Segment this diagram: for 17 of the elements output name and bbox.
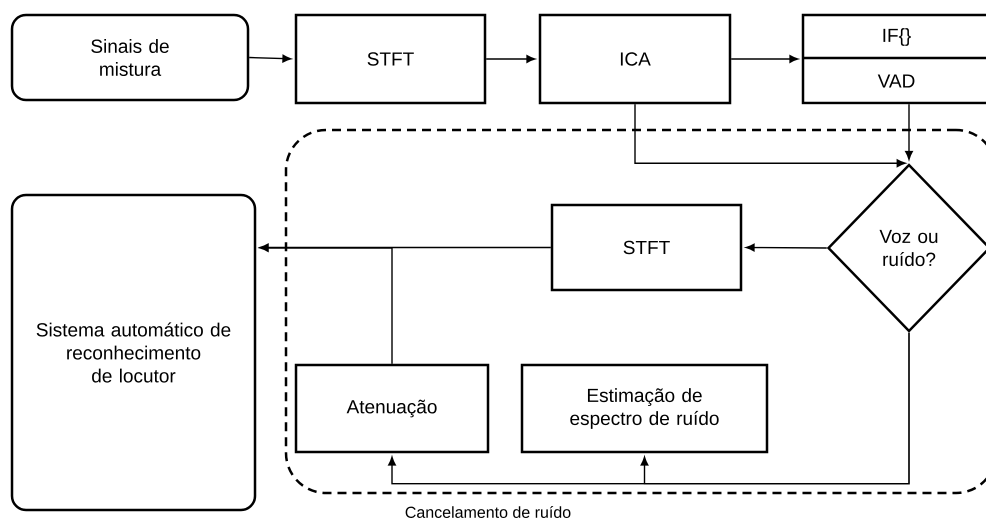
arrow (905, 104, 913, 160)
process-box: Atenuação (294, 364, 490, 454)
arrow (249, 54, 292, 63)
rounded-box: Sistema automático de reconhecimento de locutor (10, 194, 256, 512)
arrow (634, 104, 906, 168)
process-box: STFT (550, 204, 742, 292)
arrow (731, 55, 798, 63)
process-box: Estimação de espectro de ruído (520, 364, 768, 454)
arrow (486, 55, 536, 63)
node-label: Cancelamento de ruído (406, 506, 570, 518)
arrow (260, 244, 393, 364)
arrow (746, 244, 827, 252)
process-box: STFT (294, 14, 486, 104)
rounded-box: Sinais de mistura (10, 14, 250, 102)
arrow (640, 332, 910, 484)
process-box: ICA (538, 14, 732, 104)
split-box: IF{} VAD (802, 14, 986, 104)
